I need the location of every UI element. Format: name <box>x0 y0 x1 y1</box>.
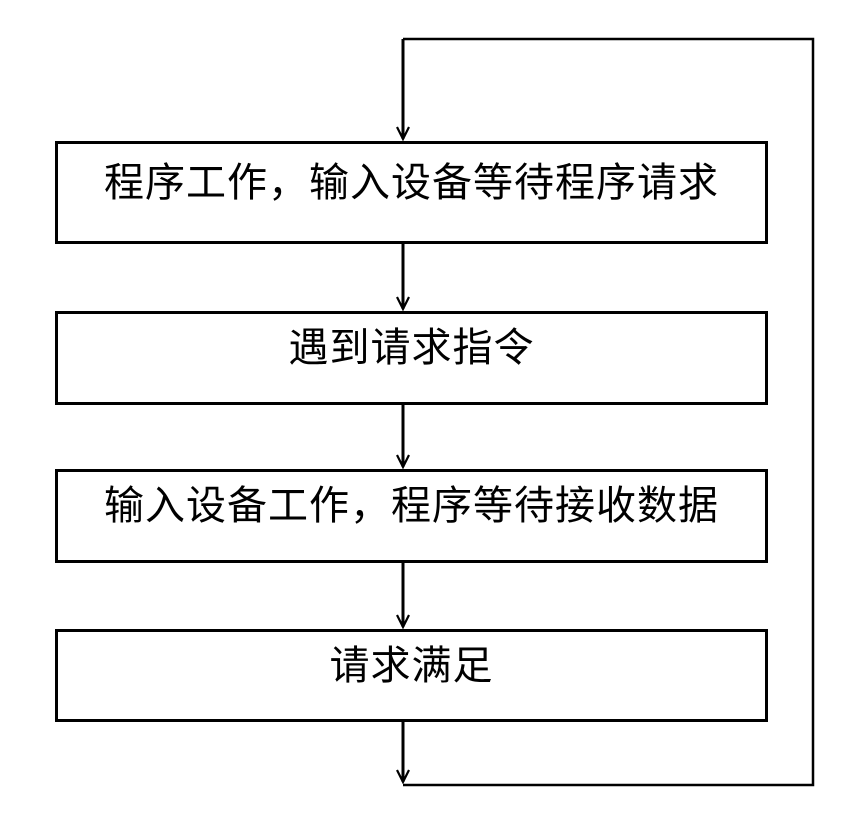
feedback-loop-line <box>403 37 815 787</box>
flow-box-step-2: 遇到请求指令 <box>55 311 768 405</box>
flow-box-step-4-label: 请求满足 <box>329 642 494 688</box>
flow-box-step-1: 程序工作，输入设备等待程序请求 <box>55 141 768 244</box>
flow-box-step-3-label: 输入设备工作，程序等待接收数据 <box>104 483 719 528</box>
flow-box-step-1-label: 程序工作，输入设备等待程序请求 <box>104 159 719 205</box>
flow-box-step-4: 请求满足 <box>55 629 768 722</box>
flow-box-step-2-label: 遇到请求指令 <box>288 325 535 370</box>
flow-box-step-3: 输入设备工作，程序等待接收数据 <box>55 469 768 563</box>
